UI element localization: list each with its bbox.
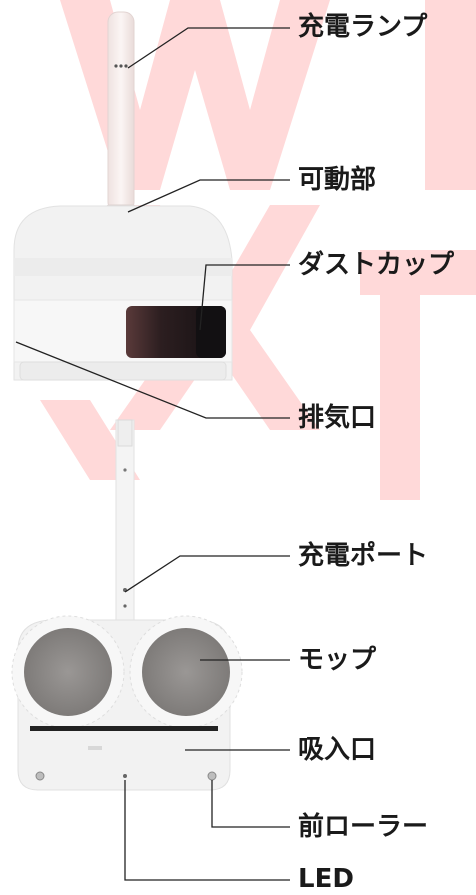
front-roller-left [35, 771, 45, 781]
pole [115, 419, 135, 631]
mop-pad-right [129, 615, 243, 729]
leader-led [124, 780, 290, 881]
label-exhaust: 排気口 [298, 403, 377, 433]
label-movable-part: 可動部 [298, 165, 377, 195]
leader-charge-port [124, 555, 290, 593]
label-charge-port: 充電ポート [298, 541, 429, 571]
leader-charge-lamp [127, 27, 290, 69]
label-front-roller: 前ローラー [298, 812, 429, 842]
leader-front-roller [211, 780, 290, 828]
intake-slot [30, 726, 218, 731]
led-dot [123, 774, 127, 778]
label-intake: 吸入口 [298, 735, 377, 765]
label-led: LED [298, 864, 354, 894]
leader-dust-cup [199, 264, 290, 331]
mop-pad-left [11, 615, 125, 729]
bottom-unit [11, 419, 243, 791]
charge-lamp-dot-2 [119, 64, 123, 68]
label-dust-cup: ダストカップ [298, 250, 455, 280]
charge-lamp-dot-3 [124, 64, 128, 68]
top-unit [13, 11, 233, 381]
leader-movable-part [127, 179, 290, 213]
handle-upper [107, 11, 135, 213]
charge-lamp-dot-1 [114, 64, 118, 68]
leader-exhaust [15, 341, 290, 419]
front-roller-right [207, 771, 217, 781]
label-charge-lamp: 充電ランプ [298, 12, 428, 42]
leader-lines [15, 27, 290, 881]
label-mop: モップ [298, 645, 377, 675]
